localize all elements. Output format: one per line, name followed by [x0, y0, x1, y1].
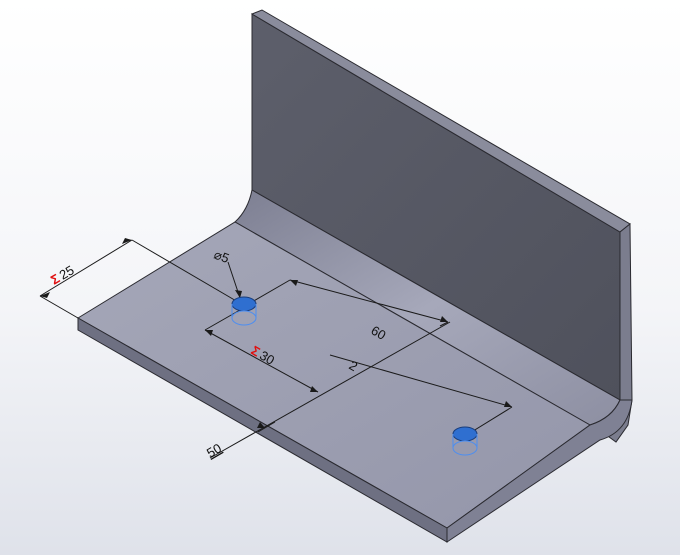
dim-30-value: 30: [257, 348, 277, 368]
dim-25-label[interactable]: Σ 25: [48, 262, 77, 287]
dim-60-value: 60: [369, 323, 389, 343]
base-flange-right-edge[interactable]: [446, 399, 633, 543]
hole-diameter-value: ⌀5: [212, 247, 231, 266]
dim-60-label[interactable]: 60: [369, 323, 389, 343]
dim-hole-label[interactable]: ⌀5: [212, 247, 231, 266]
dim-25-value: 25: [57, 262, 77, 282]
dimension-arrows: [40, 238, 512, 428]
hole-right[interactable]: [452, 426, 478, 456]
dim-50-label[interactable]: 50: [204, 440, 224, 460]
dim-50-value: 50: [204, 440, 224, 460]
hole-left[interactable]: [231, 296, 257, 326]
